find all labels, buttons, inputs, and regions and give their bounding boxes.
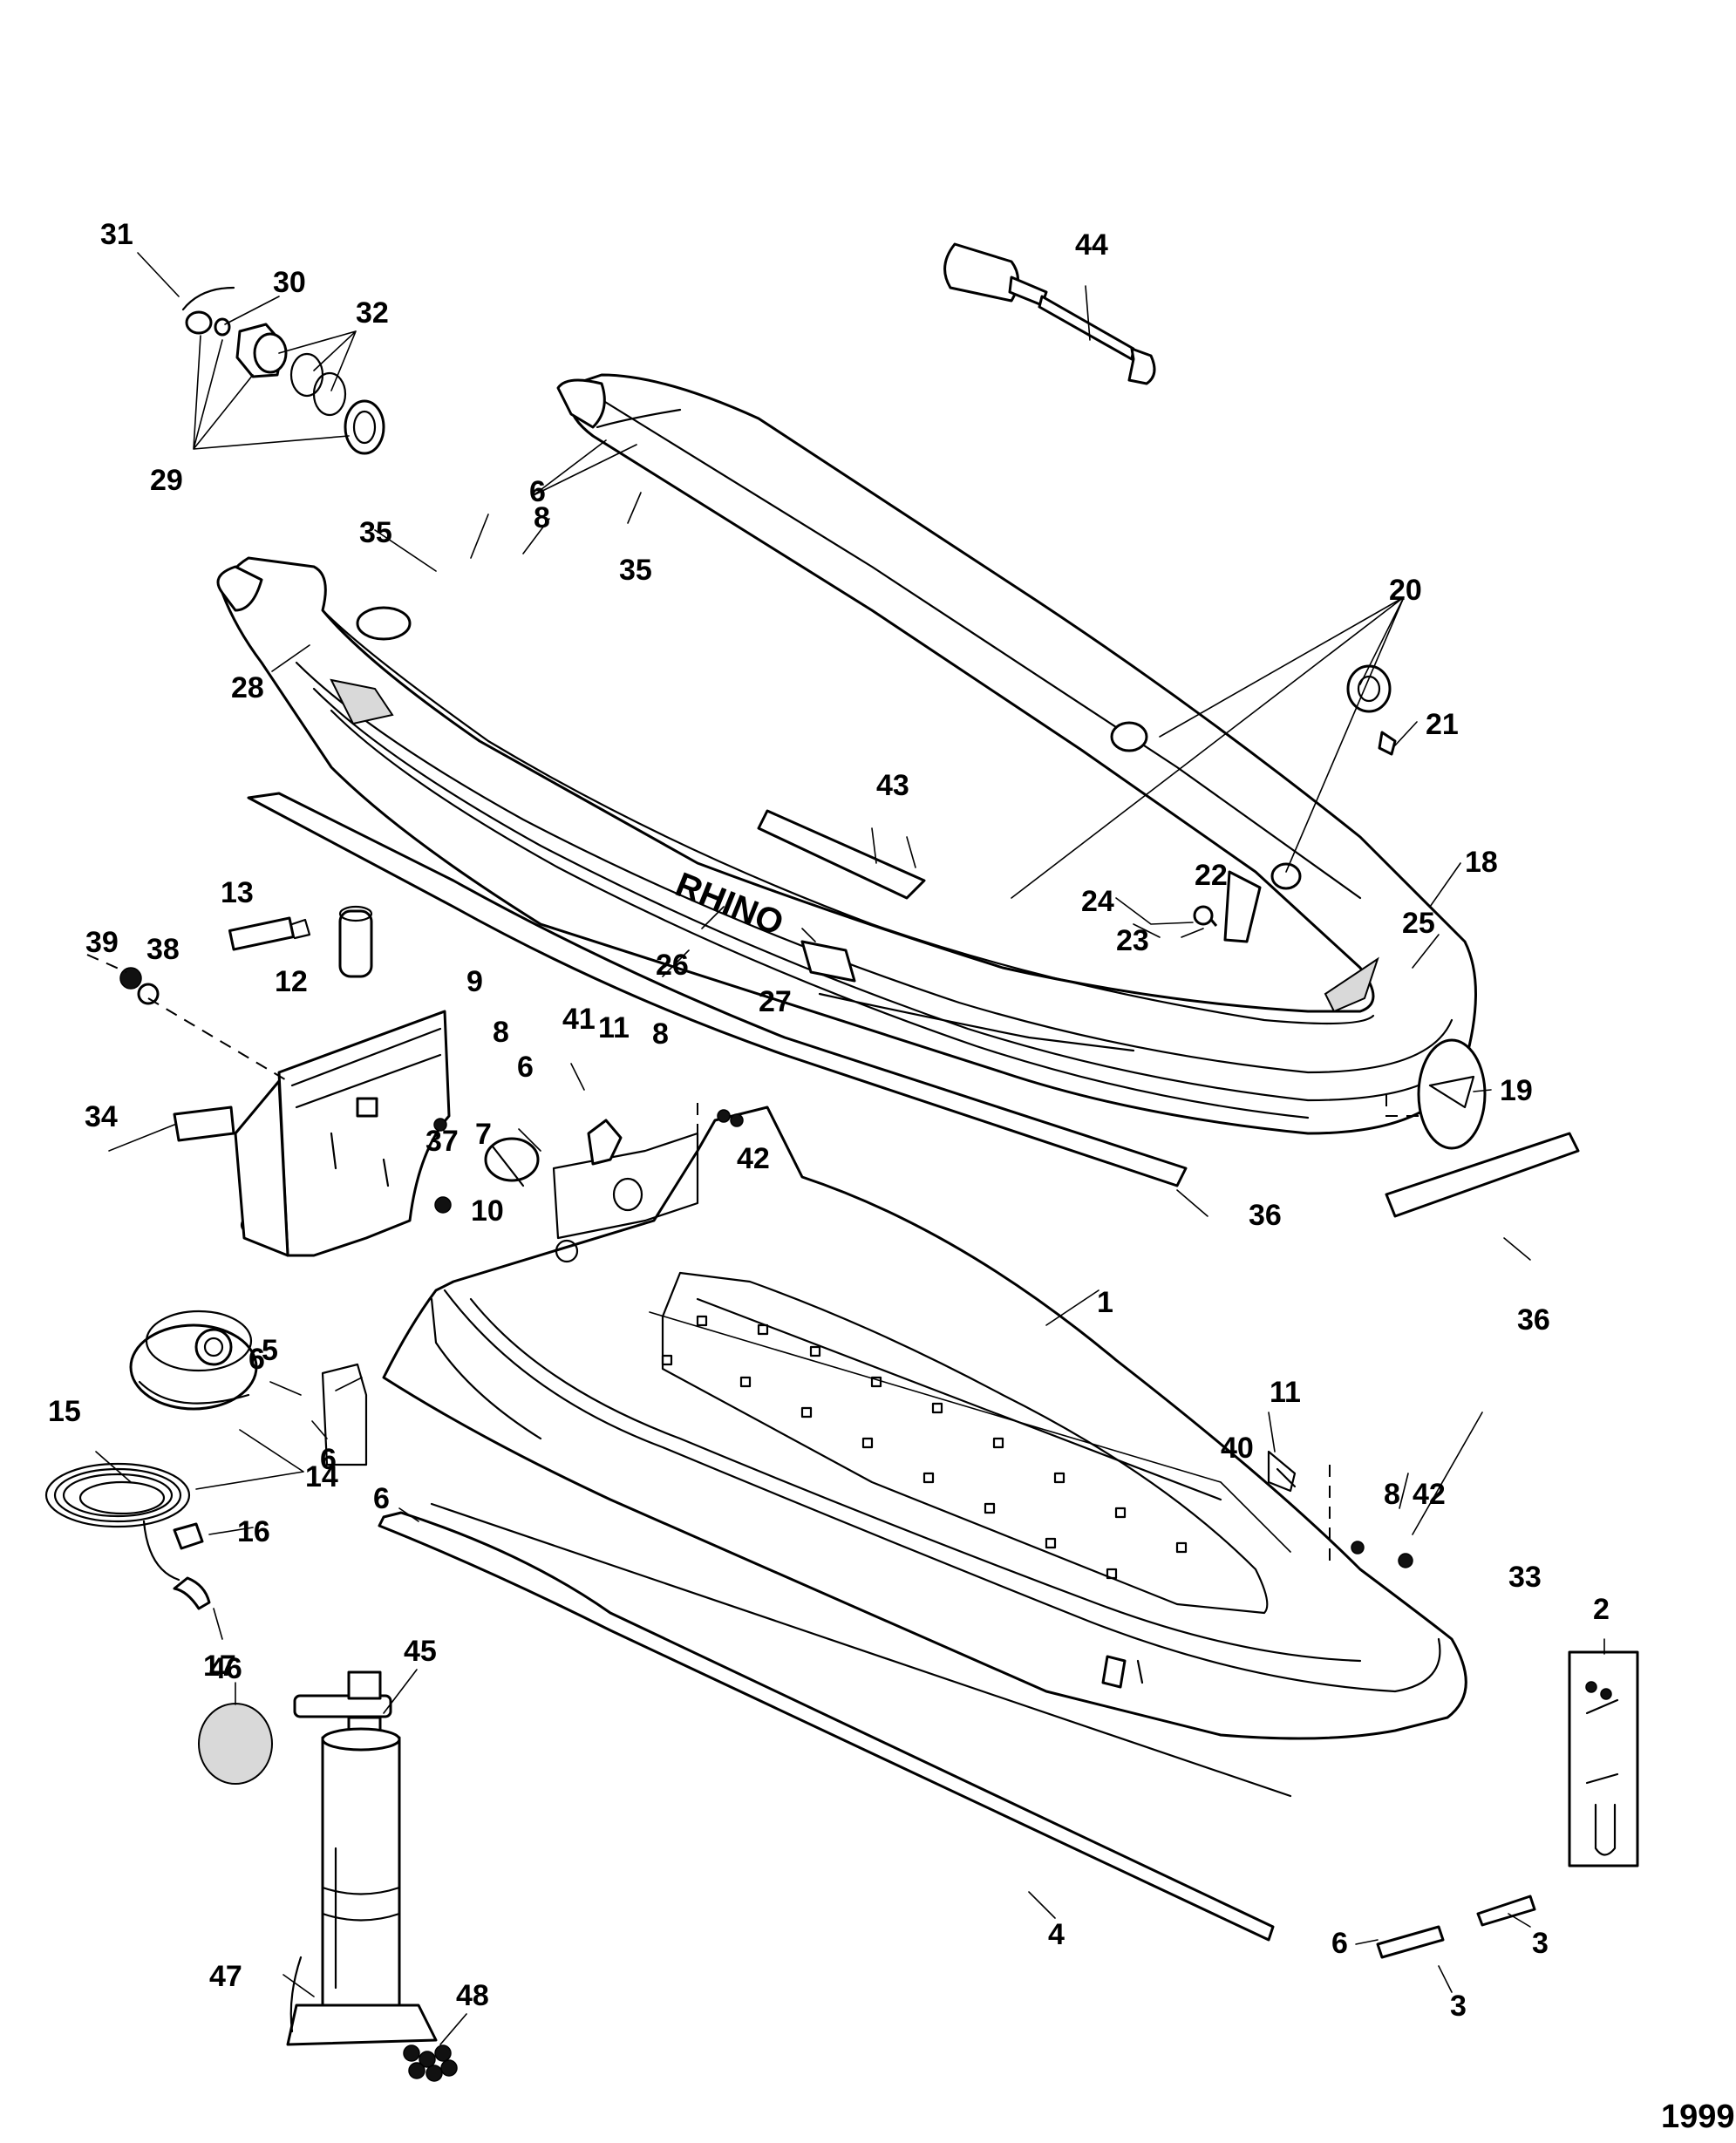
callout-14: 14	[305, 1460, 338, 1493]
callout-34: 34	[85, 1100, 118, 1133]
callout-29: 29	[150, 464, 183, 497]
callout-6d: 6	[320, 1443, 337, 1476]
callout-41: 41	[562, 1003, 596, 1036]
tube-valve-detail	[1385, 1038, 1487, 1150]
callout-32: 32	[356, 296, 389, 330]
callout-4: 4	[1048, 1918, 1065, 1951]
callout-18: 18	[1465, 846, 1498, 879]
callout-13: 13	[221, 876, 254, 909]
callout-7: 7	[475, 1118, 492, 1151]
callout-36a: 36	[1249, 1199, 1282, 1232]
callout-39: 39	[85, 926, 119, 959]
callout-6f: 6	[1331, 1927, 1348, 1960]
callout-6e: 6	[373, 1482, 390, 1515]
small-parts	[119, 905, 1413, 1798]
callout-1: 1	[1097, 1286, 1113, 1319]
callout-10: 10	[471, 1194, 504, 1228]
callout-8c: 8	[652, 1017, 669, 1051]
callout-48: 48	[456, 1979, 489, 2012]
callout-20: 20	[1389, 574, 1422, 607]
hose-coil	[44, 1462, 211, 1610]
callout-15: 15	[48, 1395, 81, 1428]
callout-6a: 6	[529, 475, 546, 508]
callout-35a: 35	[359, 516, 392, 549]
callout-31: 31	[100, 218, 133, 251]
callout-38: 38	[146, 933, 180, 966]
callout-27: 27	[759, 985, 792, 1018]
callout-23: 23	[1116, 924, 1149, 957]
callout-5: 5	[262, 1334, 278, 1367]
callout-37: 37	[425, 1125, 459, 1158]
callout-46: 46	[209, 1652, 242, 1685]
callout-42a: 42	[737, 1142, 770, 1175]
callout-44: 44	[1075, 228, 1108, 262]
callout-45: 45	[404, 1635, 437, 1668]
inflatable-tube: RHINO	[216, 373, 1477, 1135]
callout-12: 12	[275, 965, 308, 998]
callout-21: 21	[1426, 708, 1459, 741]
callout-42b: 42	[1413, 1478, 1446, 1511]
callout-3a: 3	[1532, 1927, 1549, 1960]
paddle-part	[943, 242, 1156, 385]
transom-bracket	[234, 1010, 451, 1257]
callout-36b: 36	[1517, 1303, 1550, 1337]
callout-26: 26	[656, 949, 689, 982]
callout-8d: 8	[1384, 1478, 1400, 1511]
callout-11b: 11	[1270, 1376, 1301, 1409]
valve-assembly	[181, 286, 385, 455]
callout-8b: 8	[493, 1016, 509, 1049]
callout-17: 17	[203, 1650, 236, 1683]
floor-strips	[247, 792, 1639, 1959]
figure-number: 1999	[1661, 2099, 1735, 2135]
hull-floor-pads	[661, 1315, 1188, 1580]
callout-2: 2	[1593, 1593, 1610, 1626]
callout-3b: 3	[1450, 1990, 1467, 2023]
callout-9: 9	[466, 965, 483, 998]
callout-25: 25	[1402, 907, 1435, 940]
callout-16: 16	[237, 1515, 270, 1548]
callout-6c: 6	[248, 1343, 265, 1376]
callout-8a: 8	[534, 501, 550, 534]
leader-lines	[86, 252, 1605, 2045]
callout-43: 43	[876, 769, 909, 802]
callout-22: 22	[1195, 859, 1228, 892]
callout-labels: 1 2 3 3 4 5 6 6 6 6 6 6 7 8 8 8 8 9 10 1…	[48, 218, 1610, 2023]
callout-33: 33	[1508, 1561, 1542, 1594]
callout-47: 47	[209, 1960, 242, 1993]
callout-19: 19	[1500, 1074, 1533, 1107]
callout-6b: 6	[517, 1051, 534, 1084]
foot-pump	[129, 1310, 258, 1411]
hull	[382, 1106, 1467, 1740]
callout-35b: 35	[619, 554, 652, 587]
callout-30: 30	[273, 266, 306, 299]
callout-40: 40	[1221, 1432, 1254, 1465]
callout-24: 24	[1081, 885, 1114, 918]
callout-28: 28	[231, 671, 264, 704]
hand-pump	[198, 1670, 458, 2082]
callout-11a: 11	[598, 1011, 630, 1044]
